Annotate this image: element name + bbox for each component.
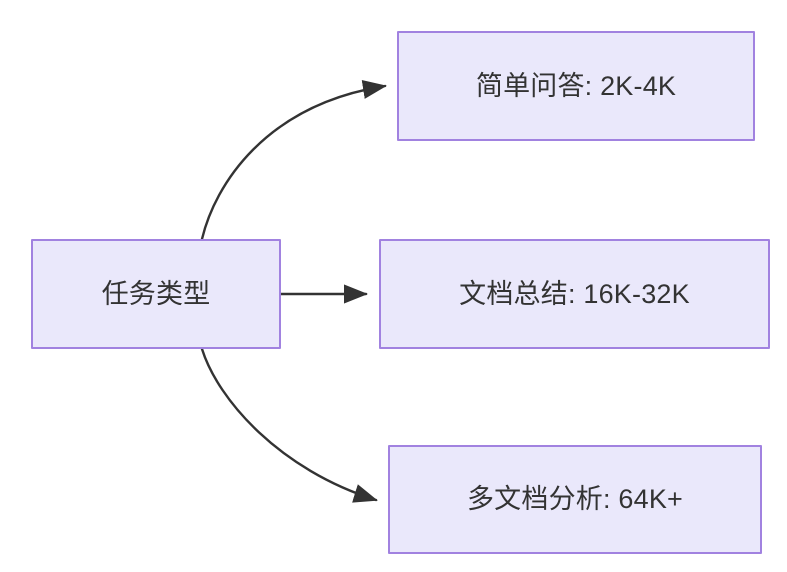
node-task-type-label: 任务类型 [101,278,211,309]
node-multi-doc-label: 多文档分析: 64K+ [466,484,683,515]
node-doc-summary[interactable]: 文档总结: 16K-32K [379,239,770,349]
node-simple-qa-label: 简单问答: 2K-4K [475,70,677,101]
node-doc-summary-label: 文档总结: 16K-32K [459,278,690,309]
node-task-type[interactable]: 任务类型 [31,239,281,349]
edge-source-to-multi-doc [200,347,378,503]
edge-source-to-simple-qa [200,79,387,241]
node-simple-qa[interactable]: 简单问答: 2K-4K [397,31,755,141]
node-multi-doc[interactable]: 多文档分析: 64K+ [388,445,762,554]
